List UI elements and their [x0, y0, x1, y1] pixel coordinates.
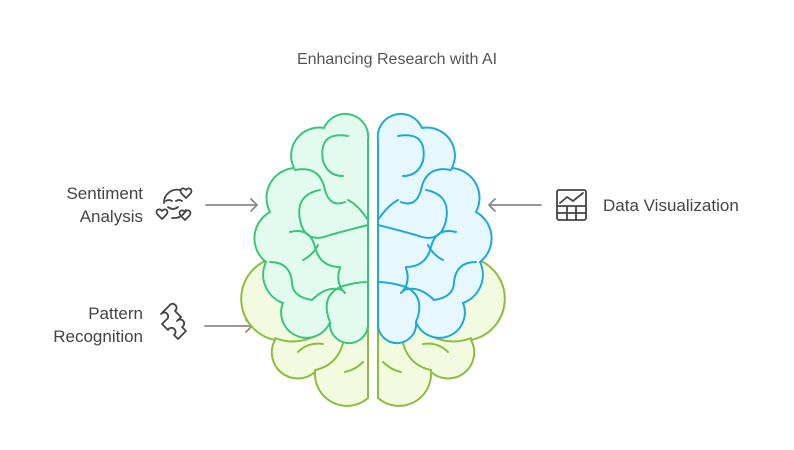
label-line: Sentiment — [66, 184, 143, 203]
puzzle-piece-icon — [160, 302, 187, 340]
arrow-sentiment — [205, 198, 259, 212]
label-line: Recognition — [53, 327, 143, 346]
data-visualization-label: Data Visualization — [603, 196, 739, 215]
sentiment-analysis-label: Sentiment Analysis — [66, 182, 143, 228]
arrow-pattern — [204, 319, 254, 333]
lower-folds — [274, 334, 364, 373]
smiling-face-hearts-icon — [155, 187, 193, 221]
arrow-data-visualization — [487, 198, 542, 212]
chart-table-icon — [556, 189, 587, 221]
pattern-recognition-label: Pattern Recognition — [53, 302, 143, 348]
diagram-title: Enhancing Research with AI — [296, 51, 498, 68]
lower-folds — [382, 334, 472, 373]
right-folds — [377, 134, 477, 323]
left-folds — [269, 134, 369, 323]
label-line: Analysis — [79, 207, 143, 226]
label-line: Pattern — [88, 304, 143, 323]
